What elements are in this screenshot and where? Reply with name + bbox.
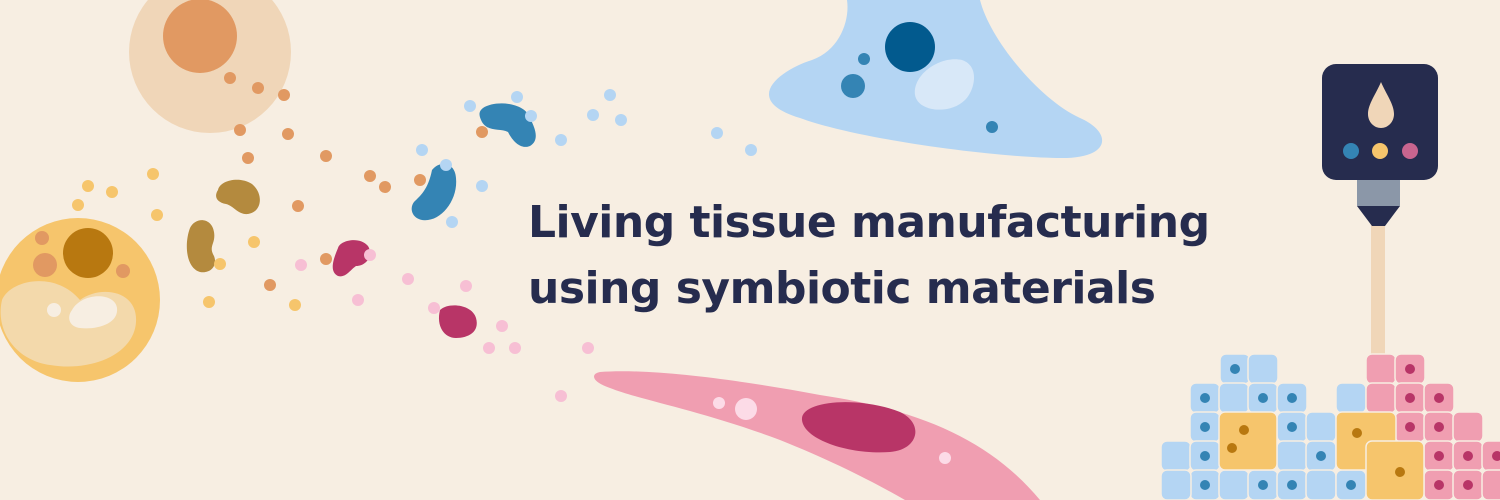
tissue-block — [1247, 353, 1279, 385]
tissue-block — [1218, 469, 1250, 500]
block-dot — [1352, 428, 1362, 438]
tissue-block — [1160, 440, 1192, 472]
yellow-cell — [0, 218, 160, 382]
block-dot — [1434, 393, 1444, 403]
block-dot — [1258, 480, 1268, 490]
scattered-dots — [72, 72, 757, 402]
block-dot — [1463, 451, 1473, 461]
block-dot — [1230, 364, 1240, 374]
tissue-block — [1160, 469, 1192, 500]
tissue-block — [1218, 382, 1250, 414]
block-dot — [1200, 393, 1210, 403]
block-dot — [1287, 422, 1297, 432]
pink-cell — [594, 371, 1040, 500]
block-dot — [1258, 393, 1268, 403]
bioprinter — [1322, 64, 1438, 360]
block-dot — [1434, 422, 1444, 432]
block-dot — [1405, 422, 1415, 432]
block-dot — [1395, 467, 1405, 477]
block-dot — [1200, 422, 1210, 432]
block-dot — [1434, 480, 1444, 490]
headline-line-1: Living tissue manufacturing — [528, 197, 1210, 248]
tissue-block — [1365, 382, 1397, 414]
block-dot — [1405, 364, 1415, 374]
printed-tissue-blocks — [1160, 353, 1500, 500]
tissue-block — [1365, 353, 1397, 385]
block-dot — [1287, 480, 1297, 490]
block-dot — [1463, 480, 1473, 490]
tissue-block — [1335, 382, 1367, 414]
tissue-block-large — [1218, 411, 1278, 471]
blue-cell — [768, 0, 1103, 158]
block-dot — [1200, 480, 1210, 490]
headline: Living tissue manufacturing using symbio… — [528, 190, 1210, 322]
block-dot — [1200, 451, 1210, 461]
block-dot — [1316, 451, 1326, 461]
tissue-block — [1305, 469, 1337, 500]
tissue-block — [1305, 411, 1337, 443]
tissue-block-large — [1365, 440, 1425, 500]
block-dot — [1346, 480, 1356, 490]
block-dot — [1405, 393, 1415, 403]
block-dot — [1239, 425, 1249, 435]
block-dot — [1287, 393, 1297, 403]
bean-shapes — [186, 103, 536, 338]
headline-line-2: using symbiotic materials — [528, 263, 1156, 314]
block-dot — [1227, 443, 1237, 453]
block-dot — [1434, 451, 1444, 461]
tissue-block — [1452, 411, 1484, 443]
orange-cell — [129, 0, 291, 133]
block-dot — [1492, 451, 1500, 461]
tissue-block — [1276, 440, 1308, 472]
tissue-block — [1481, 469, 1500, 500]
